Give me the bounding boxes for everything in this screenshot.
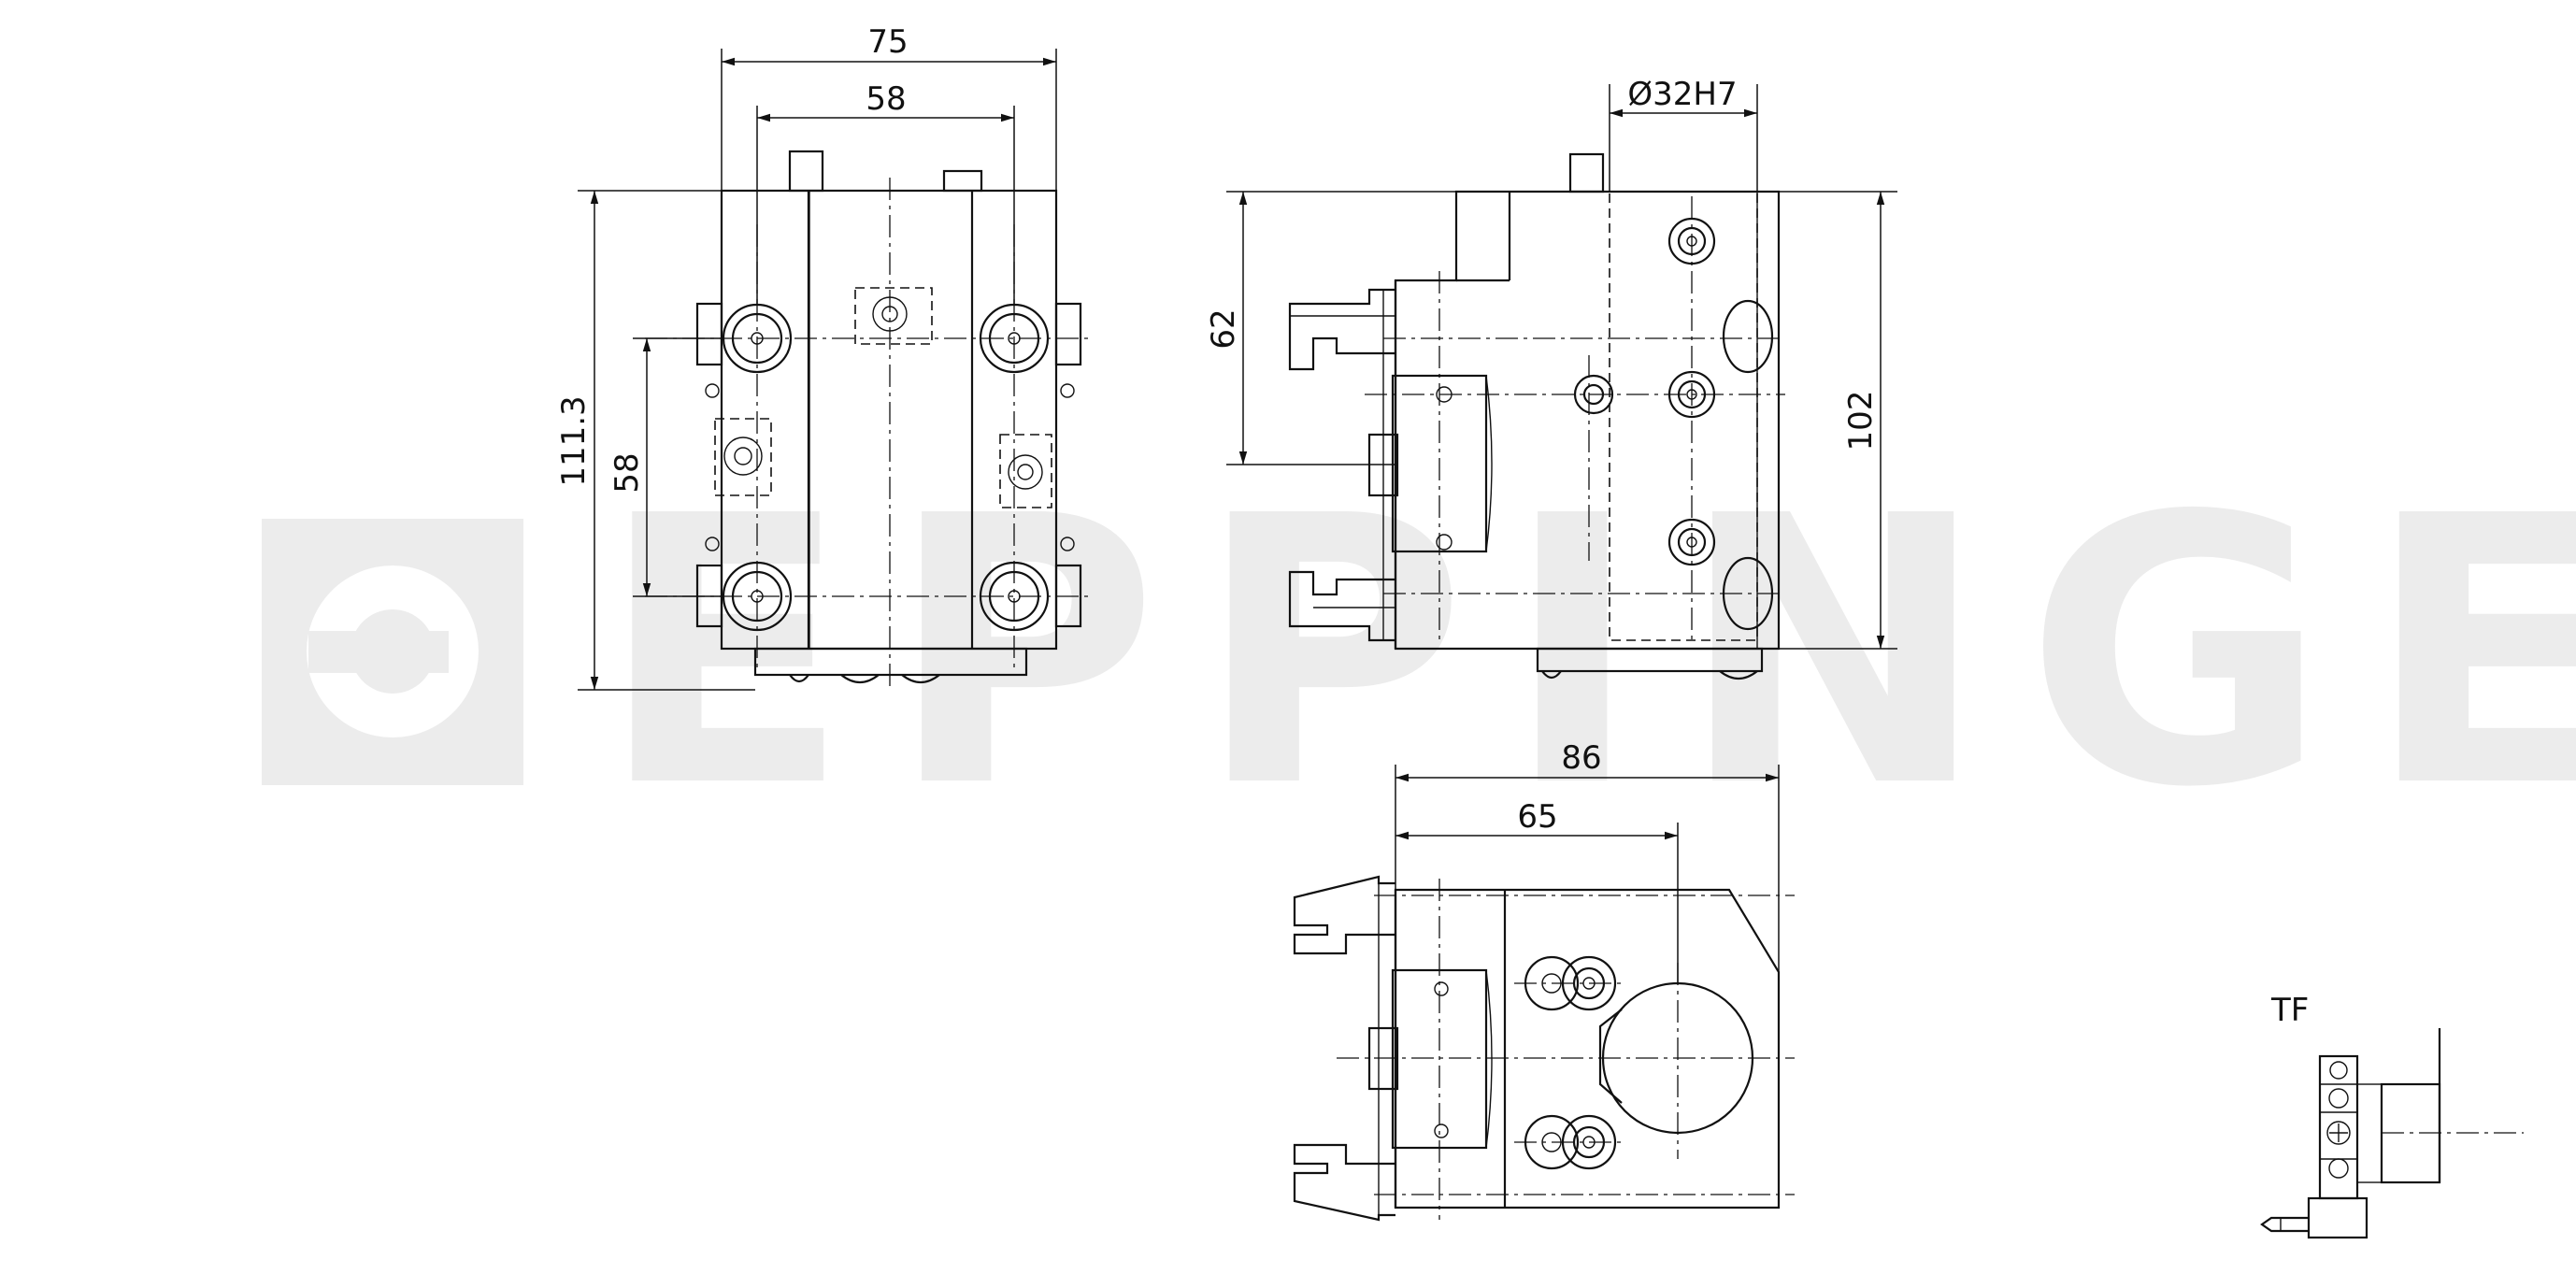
- bottom-view: [1293, 875, 1795, 1222]
- dim-bottom-width: 86: [1561, 739, 1601, 777]
- dim-side-height-upper: 62: [1205, 308, 1242, 349]
- bottom-dimensions: [1395, 765, 1780, 983]
- dim-front-hole-spacing: 58: [608, 452, 646, 493]
- front-view: [645, 150, 1094, 687]
- front-dimensions: [578, 49, 1057, 691]
- side-dimensions: [1226, 84, 1897, 650]
- watermark-logo: [262, 519, 523, 785]
- tf-symbol: [2260, 1028, 2524, 1239]
- dim-front-height: 111.3: [555, 395, 593, 486]
- dim-bottom-offset: 65: [1517, 798, 1557, 836]
- dim-front-width-inner: 58: [866, 80, 906, 118]
- dim-side-height: 102: [1842, 391, 1880, 451]
- dim-front-width-outer: 75: [867, 23, 908, 61]
- watermark-text: EPPINGER: [598, 438, 2576, 868]
- dim-side-bore: Ø32H7: [1627, 76, 1737, 113]
- tf-label: TF: [2270, 992, 2309, 1029]
